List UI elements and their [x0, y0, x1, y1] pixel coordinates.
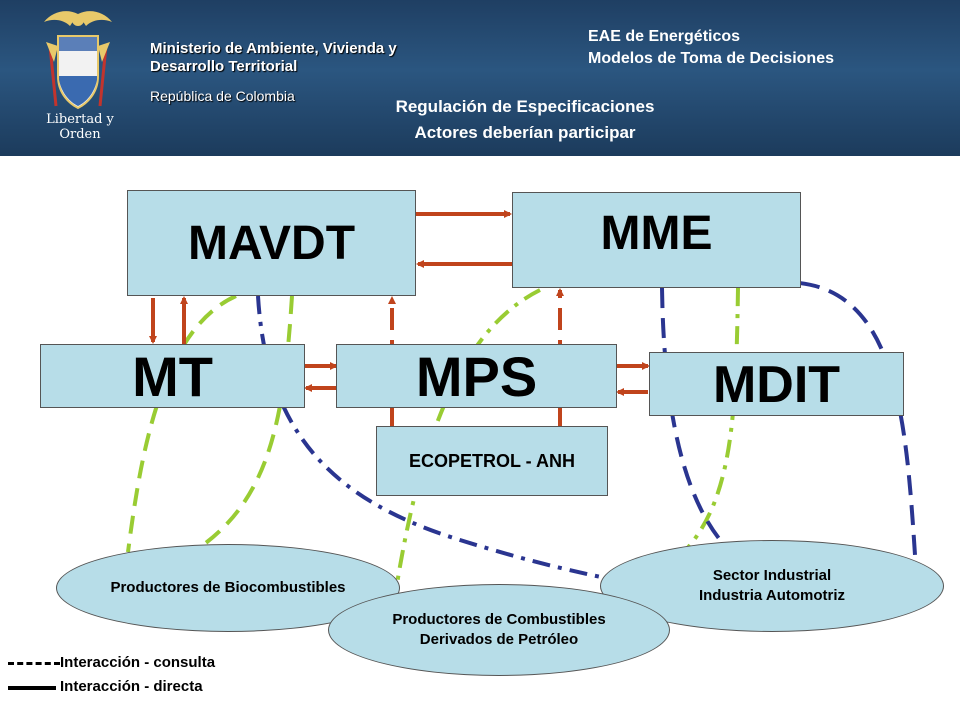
node-mdit: MDIT: [649, 352, 904, 416]
node-mme: MME: [512, 192, 801, 288]
combustibles-line-1: Productores de Combustibles: [392, 611, 606, 628]
curve-mme-industrial-outer: [769, 280, 918, 571]
curve-mavdt-industrial: [256, 295, 641, 587]
legend-directa: Interacción - directa: [60, 678, 203, 695]
ministry-line-2: Desarrollo Territorial: [150, 58, 298, 75]
header-banner: Libertad y Orden Ministerio de Ambiente,…: [0, 0, 960, 156]
node-mps: MPS: [336, 344, 617, 408]
republic-label: República de Colombia: [150, 88, 295, 104]
legend-dashed-line: [8, 662, 60, 665]
node-productores-combustibles: Productores de Combustibles Derivados de…: [328, 584, 670, 676]
curve-mavdt-bio-left: [126, 294, 237, 553]
industrial-line-1: Sector Industrial: [712, 567, 832, 584]
legend-consulta: Interacción - consulta: [60, 654, 216, 671]
title-line-1: Regulación de Especificaciones: [395, 97, 655, 116]
node-mavdt: MAVDT: [127, 190, 416, 296]
ministry-name: Ministerio de Ambiente, Vivienda y Desar…: [150, 40, 397, 76]
eae-line-2: Modelos de Toma de Decisiones: [588, 50, 834, 67]
eae-heading: EAE de Energéticos Modelos de Toma de De…: [588, 26, 834, 70]
industrial-line-2: Industria Automotriz: [698, 587, 846, 604]
motto-label: Libertad y Orden: [46, 112, 114, 142]
curve-mavdt-bio-right: [194, 295, 294, 552]
eae-line-1: EAE de Energéticos: [588, 28, 741, 45]
curve-mme-industrial-inner: [660, 287, 742, 562]
node-ecopetrol: ECOPETROL - ANH: [376, 426, 608, 496]
title-line-2: Actores deberían participar: [414, 123, 636, 142]
slide-title: Regulación de Especificaciones Actores d…: [320, 94, 730, 146]
combustibles-line-2: Derivados de Petróleo: [419, 631, 579, 648]
ministry-line-1: Ministerio de Ambiente, Vivienda y: [150, 40, 397, 57]
node-mt: MT: [40, 344, 305, 408]
curve-mme-industrial: [682, 287, 740, 554]
legend-solid-line: [8, 686, 56, 690]
coat-of-arms-icon: [44, 11, 112, 110]
